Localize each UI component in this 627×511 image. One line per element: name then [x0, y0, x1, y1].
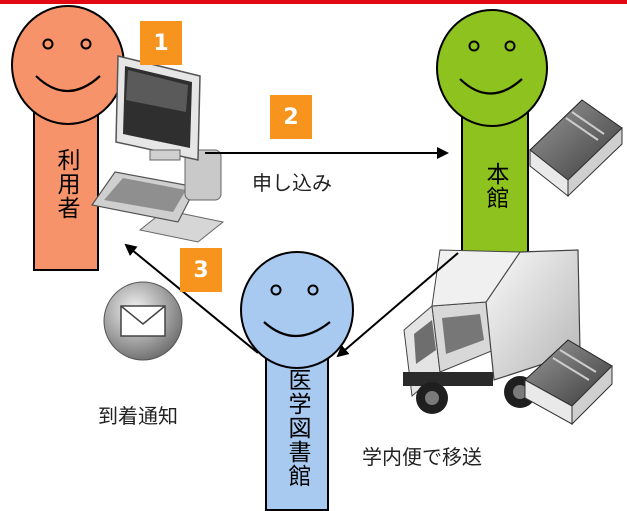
step-1-badge: 1: [140, 21, 182, 65]
medical-library-label: 医学図書館: [284, 368, 310, 488]
step-2-badge: 2: [270, 95, 312, 139]
transport-arrow: [336, 252, 459, 358]
truck-icon: [403, 249, 581, 414]
book-icon: [524, 339, 613, 426]
transport-caption: 学内便で移送: [362, 445, 482, 469]
book-icon: [529, 99, 623, 198]
user-body: [33, 99, 99, 271]
user-label: 利用者: [53, 148, 79, 220]
medical-library-figure: [240, 251, 354, 511]
user-head: [11, 5, 125, 125]
top-rule: [0, 0, 627, 4]
main-library-label: 本館: [482, 162, 508, 210]
step-3-badge: 3: [180, 248, 222, 292]
notice-arrow: [124, 243, 259, 354]
main-library-head: [436, 9, 548, 127]
notice-caption: 到着通知: [98, 404, 178, 428]
request-caption: 申し込み: [252, 171, 332, 195]
mail-icon: [103, 281, 183, 361]
computer-icon: [90, 55, 225, 243]
main-library-figure: [436, 9, 548, 269]
user-figure: [11, 5, 125, 271]
medical-library-head: [240, 251, 354, 369]
